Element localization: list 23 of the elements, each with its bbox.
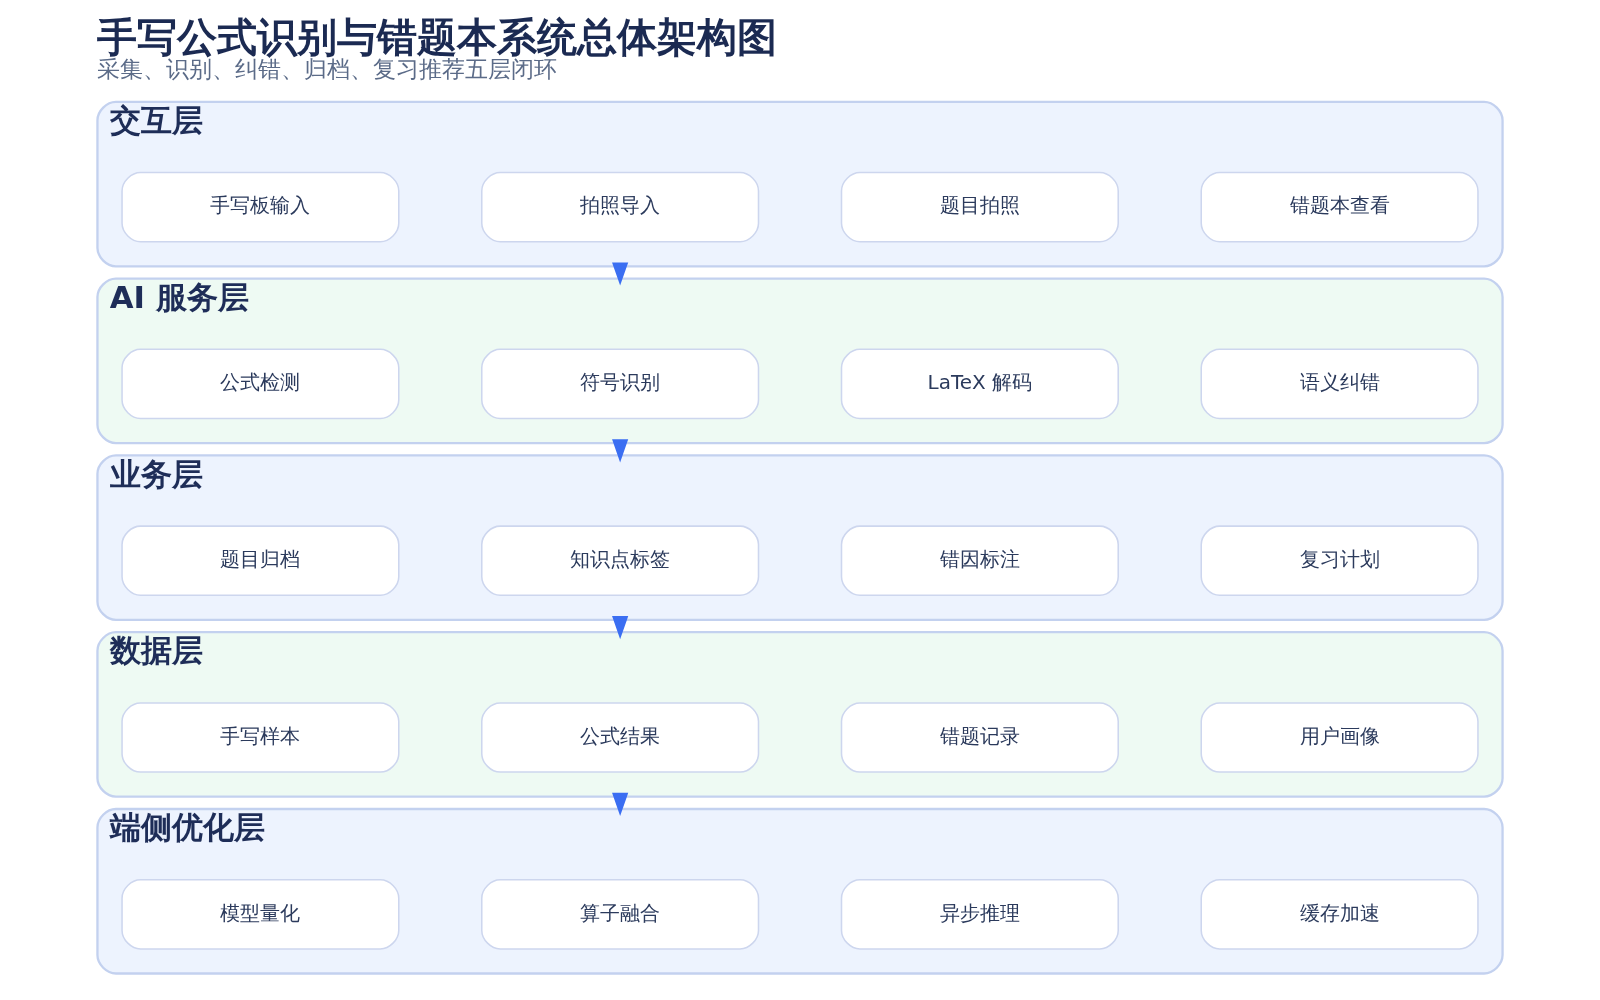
arrow	[612, 262, 629, 286]
node-box: 公式检测	[121, 348, 400, 420]
node-box: 符号识别	[481, 348, 760, 420]
node-box: 用户画像	[1200, 702, 1479, 773]
node-box: 算子融合	[481, 878, 760, 950]
node-box: 错题本查看	[1200, 171, 1479, 243]
arrow	[612, 439, 629, 463]
node-box: 缓存加速	[1200, 878, 1479, 950]
node-box: 手写样本	[121, 702, 400, 773]
node-box: 错因标注	[840, 525, 1119, 597]
node-box: 知识点标签	[481, 525, 760, 597]
node-box: 拍照导入	[481, 171, 760, 243]
node-box: 题目归档	[121, 525, 400, 597]
node-box: 错题记录	[840, 702, 1119, 773]
node-box: 复习计划	[1200, 525, 1479, 597]
node-box: 手写板输入	[121, 171, 400, 243]
node-box: 异步推理	[840, 878, 1119, 950]
node-box: LaTeX 解码	[840, 348, 1119, 420]
node-box: 公式结果	[481, 702, 760, 773]
node-box: 题目拍照	[840, 171, 1119, 243]
arrow	[612, 792, 629, 816]
node-box: 语义纠错	[1200, 348, 1479, 420]
node-box: 模型量化	[121, 878, 400, 950]
